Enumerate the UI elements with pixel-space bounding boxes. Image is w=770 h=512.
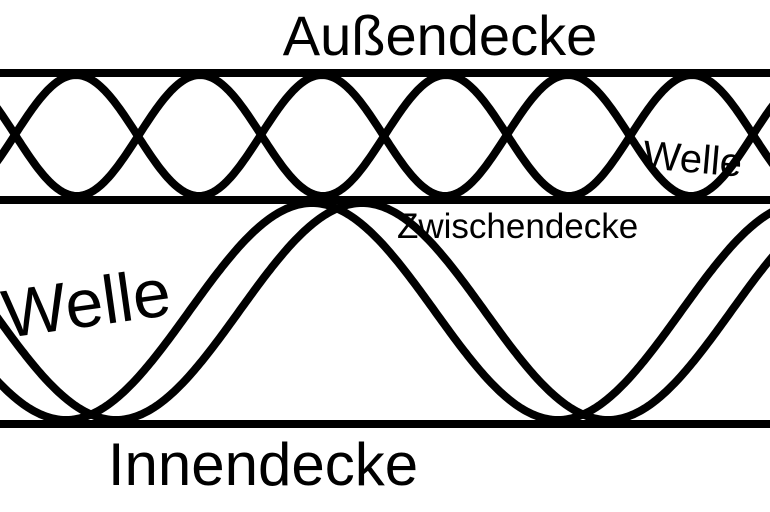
upper-flute-label: Welle	[641, 133, 744, 185]
middle-liner-label: Zwischendecke	[397, 207, 638, 246]
inner-liner-label: Innendecke	[108, 431, 418, 498]
lower-flute-wave-a	[0, 199, 770, 424]
lower-flute-wave-b	[0, 199, 770, 424]
lower-flute-label: Welle	[0, 254, 175, 353]
upper-flute-wave-b	[0, 71, 770, 200]
outer-liner-label: Außendecke	[283, 4, 597, 67]
